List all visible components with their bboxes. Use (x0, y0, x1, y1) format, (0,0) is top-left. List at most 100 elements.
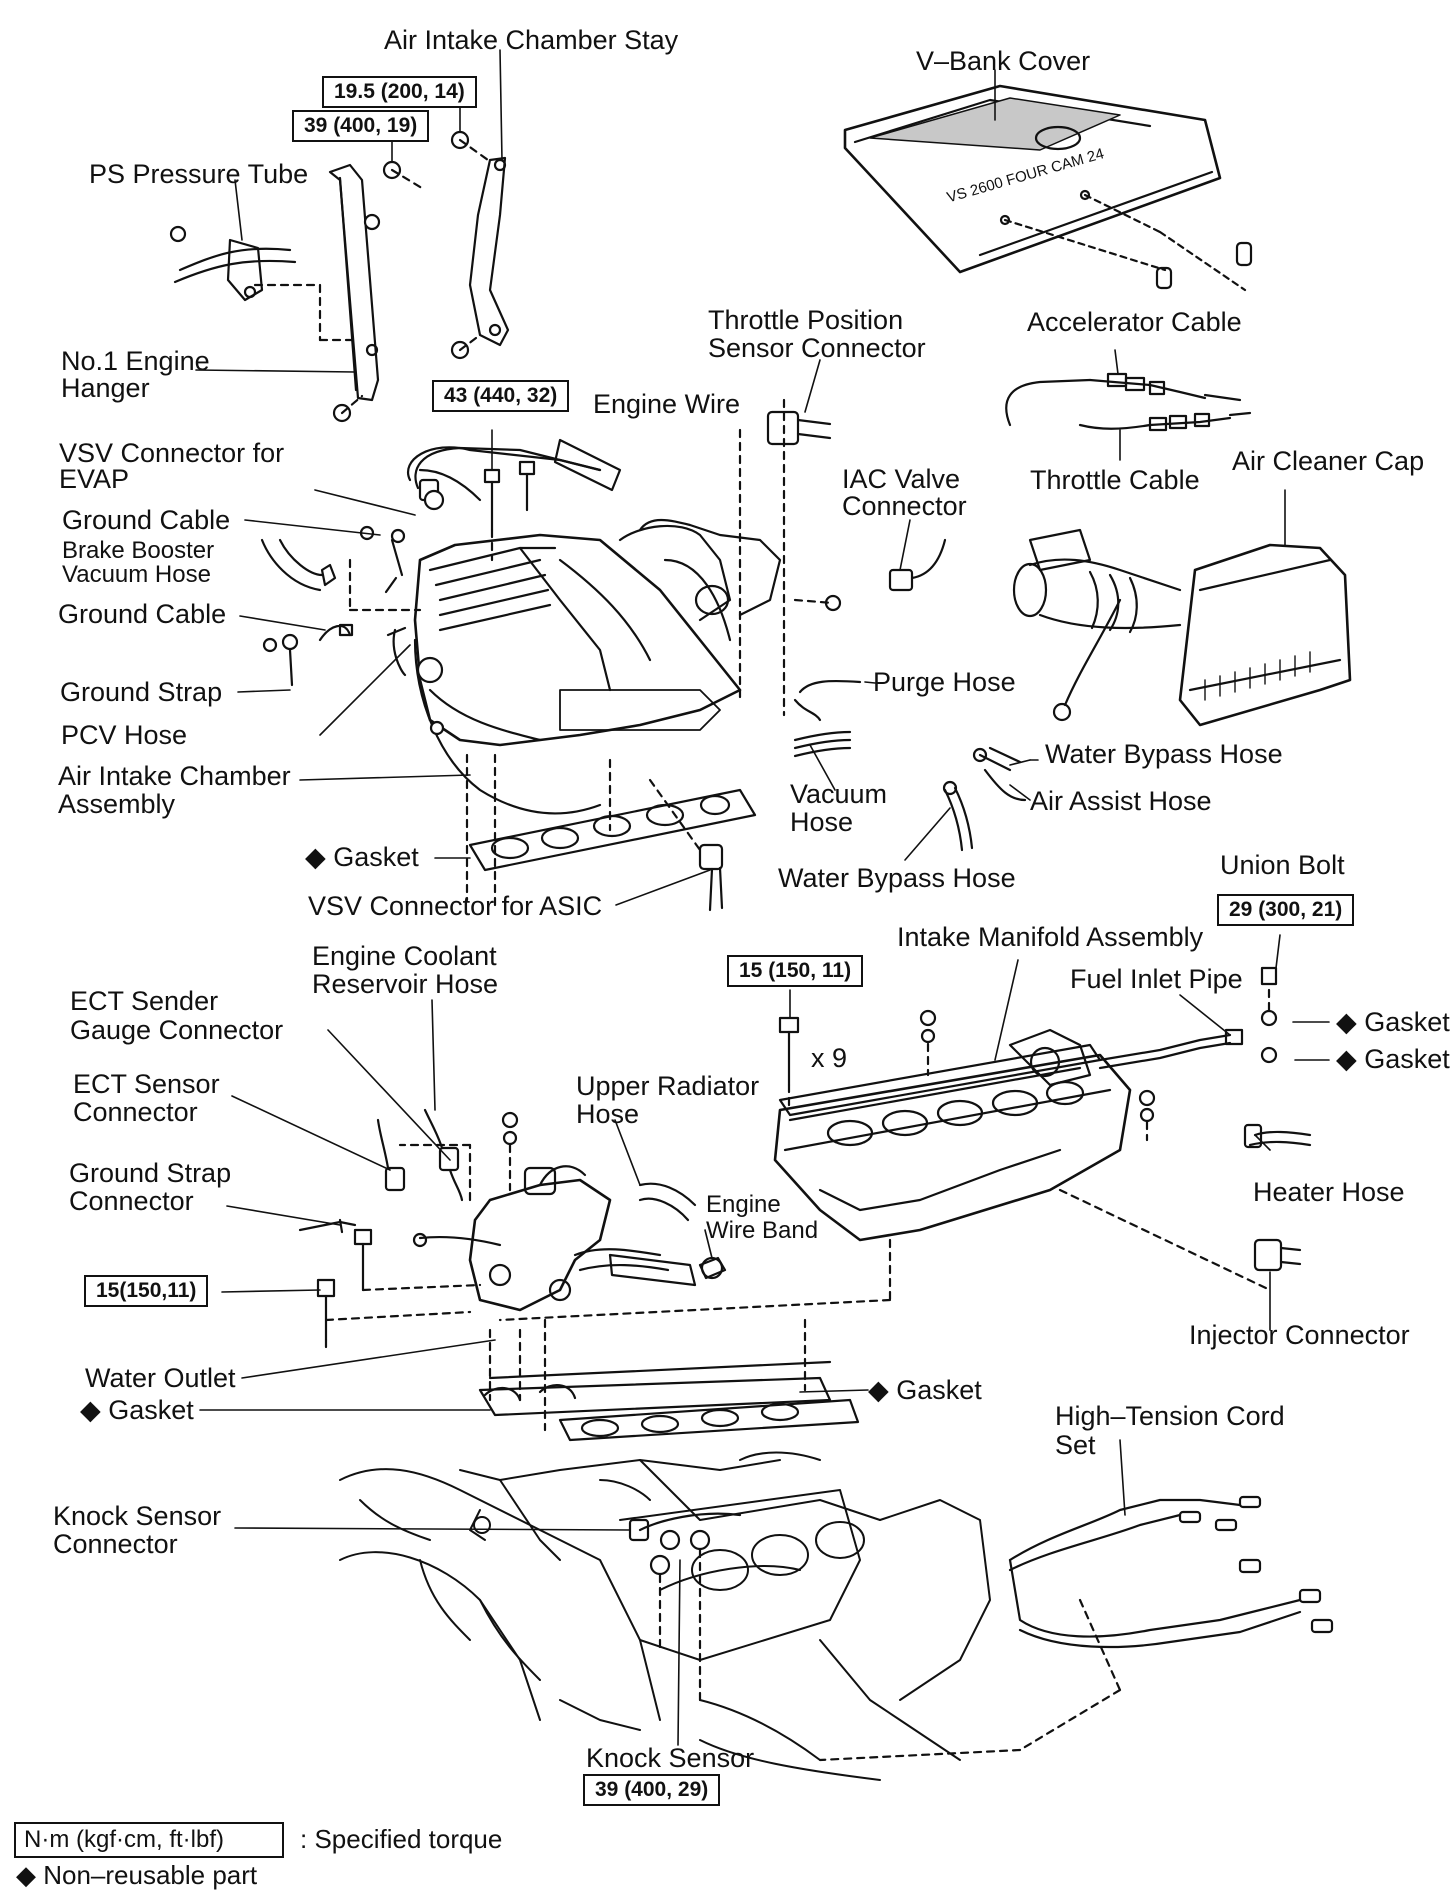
label-iac-valve: IAC Valve (842, 464, 961, 494)
throttle-cable-part (1080, 413, 1250, 430)
ps-pressure-tube-part (175, 240, 295, 300)
label-gasket-right-2: ◆ Gasket (1336, 1044, 1450, 1074)
label-engine-wire-band: Engine (706, 1191, 781, 1218)
torque-box-15-manifold: 15 (150, 11) (727, 955, 864, 987)
hidden-lines-chamber (350, 400, 833, 910)
label-air-cleaner-cap: Air Cleaner Cap (1232, 446, 1425, 476)
label-pcv-hose: PCV Hose (61, 720, 188, 750)
label-accelerator-cable: Accelerator Cable (1027, 307, 1242, 337)
iac-connector-part (890, 540, 945, 590)
label-brake-booster-line2: Vacuum Hose (62, 561, 211, 588)
label-x9: x 9 (811, 1043, 848, 1073)
legend-nonreusable: ◆ Non–reusable part (16, 1860, 258, 1890)
air-cleaner-cap-part (1180, 545, 1350, 725)
lower-gaskets-part (480, 1362, 858, 1440)
label-gasket-right-1: ◆ Gasket (1336, 1007, 1450, 1037)
label-engine-coolant-line2: Reservoir Hose (312, 969, 499, 999)
chamber-gasket-part (470, 790, 755, 870)
ground-cable-parts (262, 540, 405, 685)
label-vacuum-hose-line2: Hose (790, 807, 854, 837)
label-ground-strap: Ground Strap (60, 677, 223, 707)
water-outlet-bolts (318, 1113, 517, 1340)
label-vsv-evap-line2: EVAP (59, 464, 130, 494)
label-ect-sender: ECT Sender (70, 986, 219, 1016)
label-gasket-lower-mid: ◆ Gasket (868, 1375, 982, 1405)
label-intake-manifold: Intake Manifold Assembly (897, 922, 1204, 952)
label-throttle-position: Throttle Position (708, 305, 904, 335)
chamber-stay-part (470, 158, 508, 345)
label-ground-cable-1: Ground Cable (62, 505, 231, 535)
label-upper-radiator: Upper Radiator (576, 1071, 760, 1101)
v-bank-cover-part (845, 86, 1251, 290)
torque-box-29: 29 (300, 21) (1217, 894, 1355, 926)
label-vacuum-hose: Vacuum (790, 779, 888, 809)
label-knock-sensor: Knock Sensor (586, 1743, 755, 1773)
air-intake-chamber-part (408, 447, 780, 813)
label-upper-radiator-line2: Hose (576, 1099, 640, 1129)
torque-box-39-knock: 39 (400, 29) (583, 1774, 721, 1806)
high-tension-cord-part (1010, 1497, 1332, 1647)
label-air-intake-chamber: Air Intake Chamber (58, 761, 291, 791)
label-vsv-evap: VSV Connector for (59, 438, 285, 468)
label-iac-valve-line2: Connector (842, 491, 967, 521)
hidden-lines-manifold (500, 990, 1270, 1390)
tps-connector-part (768, 412, 830, 444)
hidden-lines-block (660, 1550, 1120, 1760)
hoses-mid (795, 681, 1025, 850)
label-engine-coolant: Engine Coolant (312, 941, 497, 971)
legend-torque-desc: : Specified torque (300, 1824, 503, 1854)
intake-manifold-part (775, 1030, 1242, 1240)
vsv-asic-part (700, 845, 722, 910)
label-purge-hose: Purge Hose (873, 667, 1016, 697)
label-knock-sensor-connector: Knock Sensor (53, 1501, 222, 1531)
bolts-chamber (361, 462, 840, 734)
label-gasket-upper: ◆ Gasket (305, 842, 419, 872)
label-knock-sensor-connector-line2: Connector (53, 1529, 178, 1559)
label-ect-sensor-line2: Connector (73, 1097, 198, 1127)
water-outlet-part (470, 1166, 695, 1310)
ect-connectors-part (300, 1110, 500, 1246)
label-ground-cable-2: Ground Cable (58, 599, 227, 629)
label-fuel-inlet-pipe: Fuel Inlet Pipe (1070, 964, 1243, 994)
label-union-bolt: Union Bolt (1220, 850, 1345, 880)
torque-box-15-outlet: 15(150,11) (84, 1275, 209, 1307)
label-water-bypass-hose-1: Water Bypass Hose (1045, 739, 1283, 769)
label-vsv-asic: VSV Connector for ASIC (308, 891, 603, 921)
label-engine-wire-band-line2: Wire Band (706, 1217, 819, 1244)
label-air-intake-chamber-stay: Air Intake Chamber Stay (384, 25, 679, 55)
label-ps-pressure-tube: PS Pressure Tube (89, 159, 309, 189)
label-throttle-cable: Throttle Cable (1030, 465, 1200, 495)
label-v-bank-cover: V–Bank Cover (916, 46, 1091, 76)
torque-box-19-5: 19.5 (200, 14) (322, 76, 477, 108)
engine-block-part (340, 1453, 990, 1781)
label-no1-engine-hanger-line2: Hanger (61, 373, 150, 403)
heater-hose-part (1245, 1125, 1310, 1147)
label-ect-sensor: ECT Sensor (73, 1069, 220, 1099)
label-water-bypass-hose-2: Water Bypass Hose (778, 863, 1016, 893)
label-gasket-lower-left: ◆ Gasket (80, 1395, 194, 1425)
hidden-lines-top (255, 140, 488, 413)
label-throttle-position-line2: Sensor Connector (708, 333, 926, 363)
accel-cable-part (1006, 374, 1240, 425)
hidden-lines-outlet (326, 1145, 545, 1430)
engine-wire-part (415, 440, 620, 509)
label-injector-connector: Injector Connector (1189, 1320, 1410, 1350)
legend-torque-unit-box: N·m (kgf·cm, ft·lbf) (14, 1822, 284, 1858)
label-air-intake-chamber-line2: Assembly (58, 789, 176, 819)
leader-lines (196, 50, 1329, 1745)
injector-connector-part (1255, 1240, 1300, 1270)
knock-sensor-part (630, 1514, 740, 1574)
label-brake-booster: Brake Booster (62, 537, 215, 564)
label-ground-strap-connector-line2: Connector (69, 1186, 194, 1216)
label-ect-sender-line2: Gauge Connector (70, 1015, 284, 1045)
label-high-tension-cord: High–Tension Cord (1055, 1401, 1285, 1431)
label-high-tension-cord-line2: Set (1055, 1430, 1096, 1460)
engine-hanger-part (330, 165, 378, 400)
torque-box-43: 43 (440, 32) (432, 380, 570, 412)
label-water-outlet: Water Outlet (85, 1363, 236, 1393)
label-no1-engine-hanger: No.1 Engine (61, 346, 210, 376)
manifold-bolts (780, 968, 1276, 1121)
air-hose-part (1014, 530, 1180, 720)
